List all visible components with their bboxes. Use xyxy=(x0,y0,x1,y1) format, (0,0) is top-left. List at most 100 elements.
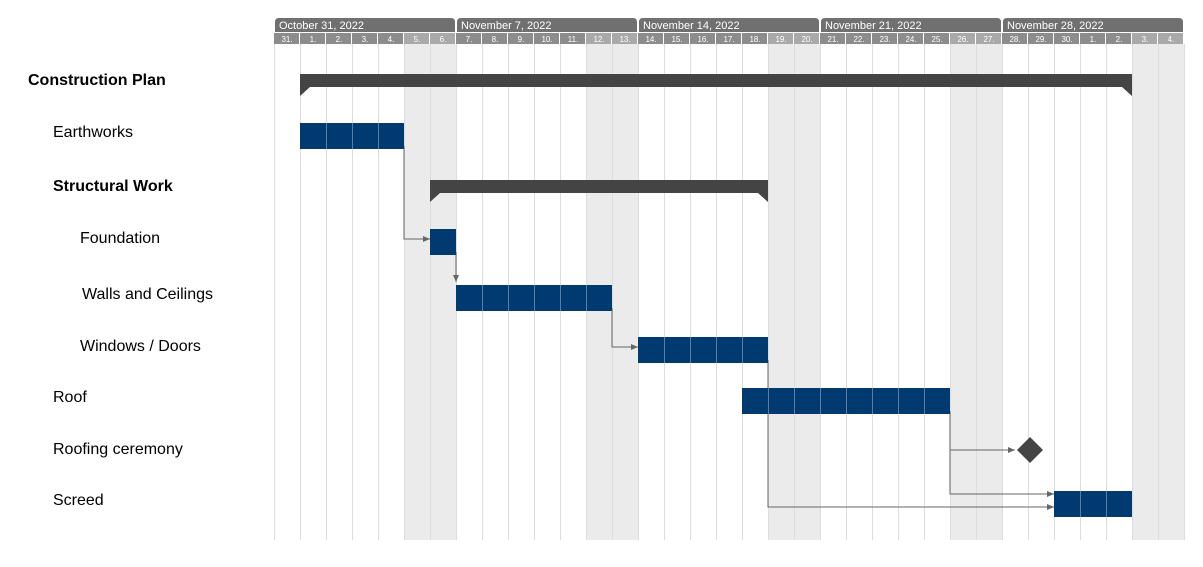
day-header xyxy=(1106,33,1131,44)
day-header xyxy=(1132,33,1157,44)
task-label: Windows / Doors xyxy=(80,338,201,355)
day-label: 15. xyxy=(671,35,682,44)
week-header xyxy=(1003,18,1183,32)
task-bar xyxy=(1054,491,1132,517)
day-header xyxy=(482,33,507,44)
dependency-arrow xyxy=(403,146,430,242)
task-label: Roof xyxy=(53,389,87,406)
day-label: 7. xyxy=(466,35,473,44)
day-header xyxy=(378,33,403,44)
day-label: 6. xyxy=(440,35,447,44)
day-header xyxy=(820,33,845,44)
day-header xyxy=(352,33,377,44)
day-label: 27. xyxy=(983,35,994,44)
week-header xyxy=(457,18,637,32)
day-label: 28. xyxy=(1009,35,1020,44)
day-header xyxy=(560,33,585,44)
day-label: 29. xyxy=(1035,35,1046,44)
day-header xyxy=(638,33,663,44)
weekend-column xyxy=(1158,44,1184,540)
day-label: 10. xyxy=(541,35,552,44)
day-label: 17. xyxy=(723,35,734,44)
task-label: Screed xyxy=(53,492,104,509)
task-label: Foundation xyxy=(80,230,161,247)
day-header xyxy=(430,33,455,44)
week-label: November 7, 2022 xyxy=(461,20,552,32)
milestone-diamond xyxy=(1017,437,1043,463)
day-label: 20. xyxy=(801,35,812,44)
summary-bar xyxy=(300,74,1132,96)
task-label: Structural Work xyxy=(53,178,173,195)
day-label: 26. xyxy=(957,35,968,44)
day-label: 23. xyxy=(879,35,890,44)
week-label: November 28, 2022 xyxy=(1007,20,1104,32)
day-label: 9. xyxy=(518,35,525,44)
weekend-column xyxy=(950,44,976,540)
day-header xyxy=(716,33,741,44)
day-header xyxy=(1002,33,1027,44)
day-header xyxy=(794,33,819,44)
day-label: 1. xyxy=(310,35,317,44)
task-label: Walls and Ceilings xyxy=(82,286,214,303)
day-label: 14. xyxy=(645,35,656,44)
day-header xyxy=(456,33,481,44)
week-header xyxy=(639,18,819,32)
day-label: 11. xyxy=(568,35,579,44)
day-header xyxy=(1028,33,1053,44)
day-label: 3. xyxy=(362,35,369,44)
day-label: 21. xyxy=(827,35,838,44)
weekend-column xyxy=(768,44,794,540)
day-label: 1. xyxy=(1090,35,1097,44)
week-label: October 31, 2022 xyxy=(279,20,364,32)
day-label: 31. xyxy=(281,35,292,44)
day-label: 13. xyxy=(619,35,630,44)
day-label: 22. xyxy=(853,35,864,44)
day-label: 2. xyxy=(336,35,343,44)
day-label: 5. xyxy=(414,35,421,44)
day-header xyxy=(924,33,949,44)
day-header xyxy=(898,33,923,44)
day-header xyxy=(300,33,325,44)
day-label: 25. xyxy=(931,35,942,44)
day-header xyxy=(404,33,429,44)
day-header xyxy=(872,33,897,44)
day-label: 18. xyxy=(749,35,760,44)
day-header xyxy=(768,33,793,44)
dependency-arrow xyxy=(611,308,638,350)
task-bar xyxy=(430,229,456,255)
weekend-column xyxy=(794,44,820,540)
day-label: 8. xyxy=(492,35,499,44)
week-header xyxy=(821,18,1001,32)
day-header xyxy=(1054,33,1079,44)
day-label: 12. xyxy=(593,35,604,44)
week-label: November 21, 2022 xyxy=(825,20,922,32)
weekend-column xyxy=(1132,44,1158,540)
task-label: Roofing ceremony xyxy=(53,441,183,458)
week-label: November 14, 2022 xyxy=(643,20,740,32)
day-header xyxy=(274,33,299,44)
day-label: 24. xyxy=(905,35,916,44)
day-header xyxy=(1080,33,1105,44)
task-label: Earthworks xyxy=(53,124,134,141)
day-header xyxy=(508,33,533,44)
day-label: 16. xyxy=(697,35,708,44)
weekend-column xyxy=(976,44,1002,540)
day-header xyxy=(612,33,637,44)
day-header xyxy=(586,33,611,44)
day-header xyxy=(690,33,715,44)
dependency-arrow xyxy=(949,411,1054,497)
day-header xyxy=(1158,33,1183,44)
day-label: 4. xyxy=(1168,35,1175,44)
day-header xyxy=(326,33,351,44)
day-header xyxy=(846,33,871,44)
day-header xyxy=(664,33,689,44)
task-label: Construction Plan xyxy=(28,72,166,89)
weekend-column xyxy=(430,44,456,540)
day-label: 3. xyxy=(1142,35,1149,44)
day-label: 2. xyxy=(1116,35,1123,44)
day-header xyxy=(976,33,1001,44)
day-header xyxy=(742,33,767,44)
day-label: 30. xyxy=(1061,35,1072,44)
weekend-column xyxy=(612,44,638,540)
